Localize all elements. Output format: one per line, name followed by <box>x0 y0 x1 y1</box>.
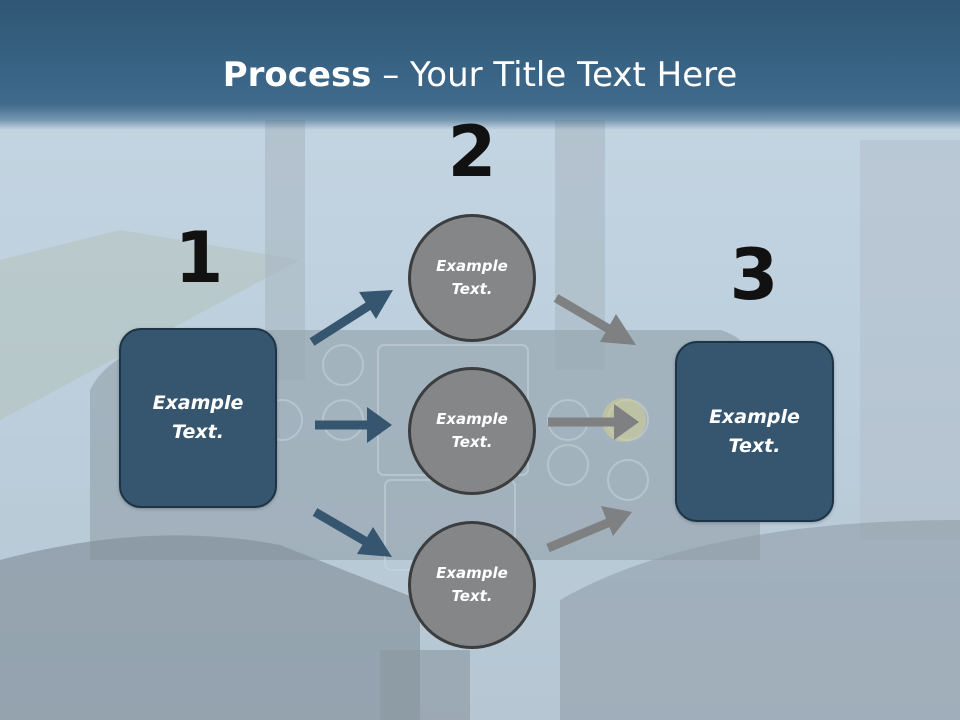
arrow-from-circle-middle <box>548 404 639 440</box>
arrow-from-circle-top <box>553 294 636 345</box>
title-bar: Process – Your Title Text Here <box>0 0 960 130</box>
step-1-label-line2: Text. <box>172 421 224 443</box>
title-rest-part: – Your Title Text Here <box>371 55 738 95</box>
circle-middle-line2: Text. <box>451 433 493 451</box>
arrow-from-circle-bottom <box>546 506 632 553</box>
arrow-to-circle-bottom <box>312 508 392 557</box>
step-1-box: Example Text. <box>119 328 277 508</box>
arrow-to-circle-middle <box>315 407 392 443</box>
title-bold-part: Process <box>222 55 372 95</box>
arrow-to-circle-top <box>309 290 393 346</box>
circle-bottom: Example Text. <box>408 521 536 649</box>
circle-top: Example Text. <box>408 214 536 342</box>
circle-middle: Example Text. <box>408 367 536 495</box>
circle-top-line1: Example <box>436 257 508 275</box>
circle-bottom-line2: Text. <box>451 587 493 605</box>
step-number-3: 3 <box>729 234 779 316</box>
step-number-2: 2 <box>447 111 497 193</box>
circle-bottom-line1: Example <box>436 564 508 582</box>
circle-top-line2: Text. <box>451 280 493 298</box>
slide-title: Process – Your Title Text Here <box>0 52 960 98</box>
step-number-1: 1 <box>174 217 224 299</box>
step-3-label-line1: Example <box>709 405 800 428</box>
step-3-label-line2: Text. <box>728 434 781 457</box>
step-1-label-line1: Example <box>152 392 244 414</box>
circle-middle-line1: Example <box>436 410 508 428</box>
step-3-box: Example Text. <box>675 341 834 522</box>
